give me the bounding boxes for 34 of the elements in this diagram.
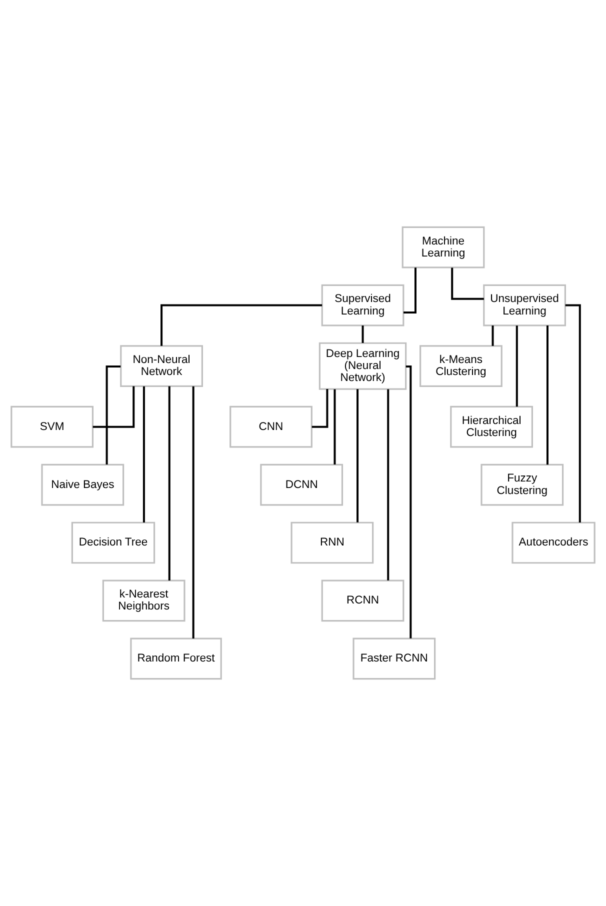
connector bbox=[92, 386, 135, 428]
node-box: Hierarchical Clustering bbox=[450, 406, 533, 448]
connector bbox=[404, 268, 416, 314]
connector bbox=[168, 386, 170, 580]
node-box: Fuzzy Clustering bbox=[480, 464, 564, 506]
connector bbox=[160, 304, 322, 346]
connector bbox=[362, 326, 364, 343]
node-box: RNN bbox=[290, 522, 374, 564]
node-box: CNN bbox=[230, 406, 312, 448]
node-box: Unsupervised Learning bbox=[483, 284, 566, 326]
node-box: Naive Bayes bbox=[41, 464, 124, 506]
node-box: Non-Neural Network bbox=[120, 345, 203, 387]
node-box: Deep Learning (Neural Network) bbox=[318, 342, 407, 390]
node-box: Autoencoders bbox=[512, 522, 596, 564]
node-box: Machine Learning bbox=[402, 226, 485, 268]
connector bbox=[356, 389, 359, 522]
node-box: Decision Tree bbox=[71, 522, 156, 564]
connector bbox=[546, 326, 548, 465]
node-box: Supervised Learning bbox=[321, 284, 404, 326]
node-box: k-Means Clustering bbox=[420, 345, 502, 387]
connector bbox=[334, 389, 336, 464]
node-box: DCNN bbox=[260, 464, 344, 506]
node-box: SVM bbox=[10, 406, 94, 448]
connector bbox=[406, 365, 412, 638]
connector bbox=[387, 389, 390, 580]
connector bbox=[192, 386, 194, 638]
connector bbox=[516, 326, 518, 407]
connector bbox=[142, 386, 145, 522]
connector bbox=[451, 268, 484, 300]
connector bbox=[492, 326, 494, 346]
node-box: Random Forest bbox=[130, 638, 222, 680]
node-box: Faster RCNN bbox=[352, 638, 436, 680]
node-box: k-Nearest Neighbors bbox=[102, 580, 186, 622]
node-box: RCNN bbox=[321, 580, 404, 622]
